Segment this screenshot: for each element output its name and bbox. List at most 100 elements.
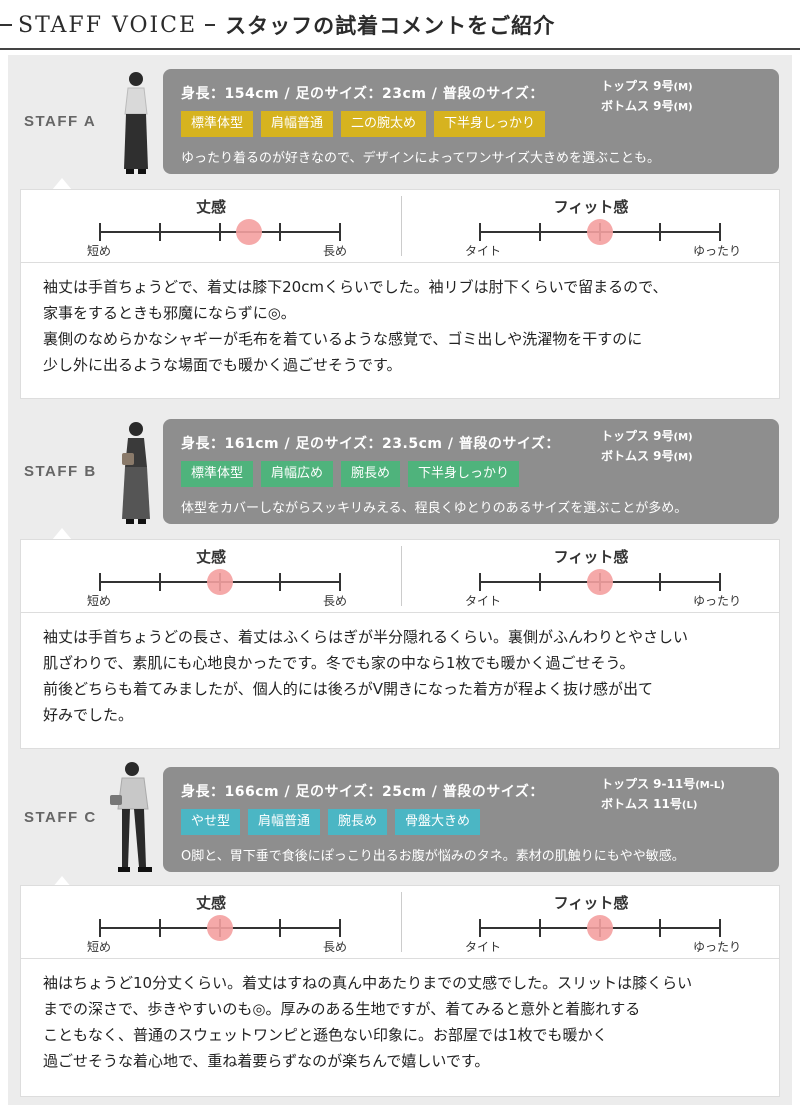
staff-figure-image <box>124 72 148 174</box>
usual-sizes: トップス 9号(M) ボトムス 9号(M) <box>601 77 693 117</box>
body-type-tag: 骨盤大きめ <box>395 809 481 835</box>
meter-tick <box>539 919 541 937</box>
meter-label-right: ゆったり <box>693 940 742 954</box>
bottoms-size-letter: (L) <box>681 800 698 811</box>
speech-tail <box>52 178 72 190</box>
body-type-tag: 肩幅普通 <box>248 809 321 835</box>
meter-indicator <box>207 915 233 941</box>
comment-line: までの深さで、歩きやすいのも◎。厚みのある生地ですが、着てみると意外と着膨れする <box>43 1000 641 1018</box>
length-meter: 丈感 短め 長め <box>21 540 401 614</box>
staff-note: O脚と、胃下垂で食後にぽっこり出るお腹が悩みのタネ。素材の肌触りにもやや敏感。 <box>181 849 685 864</box>
comment-line: 袖丈は手首ちょうどの長さ、着丈はふくらはぎが半分隠れるくらい。裏側がふんわりとや… <box>43 628 689 646</box>
comment-line: こともなく、普通のスウェットワンピと遜色ない印象に。お部屋では1枚でも暖かく <box>43 1026 608 1044</box>
meter-label-left: タイト <box>465 244 502 258</box>
staff-info-box: 身長：161cm / 足のサイズ：23.5cm / 普段のサイズ： トップス 9… <box>163 419 779 524</box>
meter-title: フィット感 <box>553 198 629 216</box>
meter-title: フィット感 <box>553 548 629 566</box>
meter-tick <box>339 573 341 591</box>
meter-tick <box>659 573 661 591</box>
meter-tick <box>279 573 281 591</box>
meter-indicator <box>587 915 613 941</box>
meter-title: 丈感 <box>195 198 226 216</box>
staff-figure-image <box>122 422 150 524</box>
tops-size-letter: (M) <box>673 82 693 93</box>
staff-label: STAFF B <box>24 463 97 480</box>
meter-indicator <box>235 219 262 245</box>
meter-indicator <box>207 569 233 595</box>
body-type-tag: 二の腕太め <box>341 111 427 137</box>
meter-tick <box>479 223 481 241</box>
meter-label-left: タイト <box>465 594 502 608</box>
staff-comment: 袖丈は手首ちょうどの長さ、着丈はふくらはぎが半分隠れるくらい。裏側がふんわりとや… <box>20 613 780 749</box>
comment-line: 肌ざわりで、素肌にも心地良かったです。冬でも家の中なら1枚でも暖かく過ごせそう。 <box>43 654 635 672</box>
body-type-tag: 腕長め <box>341 461 401 487</box>
bottoms-size: ボトムス 9号 <box>601 99 674 113</box>
staff-comment: 袖丈は手首ちょうどで、着丈は膝下20cmくらいでした。袖リブは肘下くらいで留まる… <box>20 263 780 399</box>
header-rule <box>0 48 800 50</box>
meter-tick <box>539 573 541 591</box>
meter-label-left: 短め <box>87 940 112 954</box>
fit-meter: フィット感 タイト ゆったり <box>401 540 781 614</box>
fit-meter: フィット感 タイト ゆったり <box>401 190 781 264</box>
body-type-tags: やせ型 肩幅普通 腕長め 骨盤大きめ <box>181 809 481 835</box>
comment-line: 好みでした。 <box>43 706 134 724</box>
meter-title: 丈感 <box>195 894 226 912</box>
meter-tick <box>99 573 101 591</box>
header-title-en: STAFF VOICE <box>18 12 198 38</box>
body-type-tag: 下半身しっかり <box>434 111 546 137</box>
meter-label-left: タイト <box>465 940 502 954</box>
header-dash <box>0 24 12 26</box>
staff-stats: 身長：154cm / 足のサイズ：23cm / 普段のサイズ： <box>181 86 544 102</box>
meter-title: フィット感 <box>553 894 629 912</box>
meter-tick <box>539 223 541 241</box>
size-meters: 丈感 短め 長め フィット感 タイト <box>20 539 780 613</box>
meter-tick <box>479 919 481 937</box>
meter-tick <box>159 919 161 937</box>
meter-tick <box>159 573 161 591</box>
meter-label-right: 長め <box>323 244 348 258</box>
meter-tick <box>659 919 661 937</box>
tops-size-letter: (M) <box>673 432 693 443</box>
comment-line: 袖丈は手首ちょうどで、着丈は膝下20cmくらいでした。袖リブは肘下くらいで留まる… <box>43 278 668 296</box>
fit-meter: フィット感 タイト ゆったり <box>401 886 781 960</box>
body-type-tag: 標準体型 <box>181 461 254 487</box>
comment-line: 少し外に出るような場面でも暖かく過ごせそうです。 <box>43 356 402 374</box>
meter-tick <box>219 223 221 241</box>
meter-tick <box>159 223 161 241</box>
speech-tail <box>52 528 72 540</box>
tops-size: トップス 9号 <box>601 429 674 443</box>
usual-sizes: トップス 9号(M) ボトムス 9号(M) <box>601 427 693 467</box>
meter-divider <box>401 892 402 952</box>
staff-note: ゆったり着るのが好きなので、デザインによってワンサイズ大きめを選ぶことも。 <box>181 151 661 166</box>
meter-tick <box>719 573 721 591</box>
meter-divider <box>401 546 402 606</box>
staff-note: 体型をカバーしながらスッキリみえる、程良くゆとりのあるサイズを選ぶことが多め。 <box>181 501 688 516</box>
header-title-jp: スタッフの試着コメントをご紹介 <box>225 14 556 38</box>
meter-divider <box>401 196 402 256</box>
size-meters: 丈感 短め 長め フィット感 タイト <box>20 189 780 263</box>
meter-label-right: 長め <box>323 940 348 954</box>
meter-label-right: ゆったり <box>693 244 742 258</box>
bottoms-size: ボトムス 9号 <box>601 449 674 463</box>
comment-line: 裏側のなめらかなシャギーが毛布を着ているような感覚で、ゴミ出しや洗濯物を干すのに <box>43 330 643 348</box>
body-type-tag: 腕長め <box>328 809 388 835</box>
page-header: STAFF VOICE スタッフの試着コメントをご紹介 <box>0 0 800 50</box>
body-type-tags: 標準体型 肩幅普通 二の腕太め 下半身しっかり <box>181 111 546 137</box>
staff-info-box: 身長：166cm / 足のサイズ：25cm / 普段のサイズ： トップス 9-1… <box>163 767 779 872</box>
meter-label-left: 短め <box>87 594 112 608</box>
length-meter: 丈感 短め 長め <box>21 190 401 264</box>
meter-indicator <box>587 569 613 595</box>
meter-tick <box>279 223 281 241</box>
meter-label-right: 長め <box>323 594 348 608</box>
meter-tick <box>719 919 721 937</box>
size-meters: 丈感 短め 長め フィット感 タイト <box>20 885 780 959</box>
tops-size: トップス 9号 <box>601 79 674 93</box>
staff-figure-image <box>110 762 152 872</box>
staff-info-box: 身長：154cm / 足のサイズ：23cm / 普段のサイズ： トップス 9号(… <box>163 69 779 174</box>
staff-label: STAFF C <box>24 809 97 826</box>
meter-tick <box>99 919 101 937</box>
body-type-tag: 肩幅広め <box>261 461 334 487</box>
length-meter: 丈感 短め 長め <box>21 886 401 960</box>
body-type-tags: 標準体型 肩幅広め 腕長め 下半身しっかり <box>181 461 520 487</box>
staff-panel: STAFF A 身長：154cm / 足のサイズ：23cm / 普段のサイズ： … <box>8 55 792 1105</box>
